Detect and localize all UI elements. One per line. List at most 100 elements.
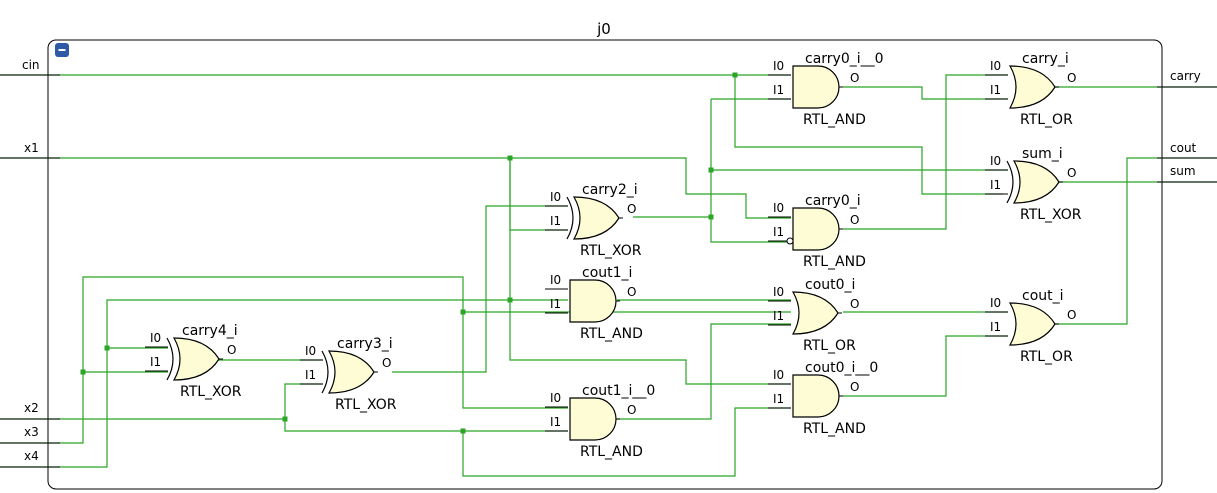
wire-carry3-out xyxy=(392,205,568,373)
pin-label: O xyxy=(227,343,236,357)
and-gate-shape xyxy=(792,374,840,418)
port-x4[interactable]: x4 xyxy=(0,449,60,468)
pin-label: I0 xyxy=(550,273,561,287)
pin-label: O xyxy=(850,297,859,311)
gate-type: RTL_XOR xyxy=(180,384,242,400)
pin-label: I1 xyxy=(550,297,561,311)
xor-gate-shape xyxy=(327,350,375,394)
wire-x1-to-cout0_0 xyxy=(509,158,791,385)
gate-name: cout1_i xyxy=(582,265,632,281)
minus-icon[interactable] xyxy=(58,49,66,51)
gate-type: RTL_XOR xyxy=(1020,207,1082,223)
port-carry[interactable]: carry xyxy=(1157,69,1217,88)
junction-dot xyxy=(708,167,714,173)
gate-name: carry3_i xyxy=(337,336,393,352)
and-gate-shape xyxy=(792,65,840,109)
pin-label: O xyxy=(1067,308,1076,322)
pin-label: I1 xyxy=(773,225,784,239)
port-label: sum xyxy=(1170,164,1196,178)
junction-dot xyxy=(507,297,513,303)
or-gate-shape xyxy=(1008,65,1056,109)
pin-label: I0 xyxy=(305,344,316,358)
input-ports: cin x1 x2 x3 x4 xyxy=(0,58,60,468)
gate-name: sum_i xyxy=(1022,146,1063,162)
gate-name: cout0_i__0 xyxy=(805,360,878,376)
port-label: cout xyxy=(1170,141,1197,155)
pin-label: I0 xyxy=(150,331,161,345)
and-gate-shape xyxy=(792,207,840,251)
wire-carry0_0-out xyxy=(843,86,1008,100)
wire-cout0_0-out xyxy=(843,335,1008,397)
gate-type: RTL_AND xyxy=(580,444,643,460)
junction-dot xyxy=(282,416,288,422)
inverter-bubble xyxy=(786,237,794,245)
wire-x3 xyxy=(0,276,568,444)
port-label: x2 xyxy=(24,401,39,415)
or-gate-shape xyxy=(1008,302,1056,346)
wire-cout-out xyxy=(1055,157,1217,325)
junction-dot xyxy=(460,428,466,434)
wire-c2-b xyxy=(710,99,791,243)
pin-label: I0 xyxy=(773,59,784,73)
port-label: x1 xyxy=(24,141,39,155)
xor-input-arc xyxy=(1006,160,1014,204)
xor-gate-shape xyxy=(572,196,620,240)
pin-label: I1 xyxy=(990,83,1001,97)
and-gate-shape xyxy=(569,397,617,441)
output-ports: carry cout sum xyxy=(1157,69,1217,183)
port-x3[interactable]: x3 xyxy=(0,425,60,444)
gate-name: cout0_i xyxy=(805,277,855,293)
port-x1[interactable]: x1 xyxy=(0,141,60,159)
wire-cin-to-sum xyxy=(734,75,1003,195)
pin-label: I0 xyxy=(990,296,1001,310)
gate-type: RTL_AND xyxy=(803,254,866,270)
module-title: j0 xyxy=(596,20,611,38)
pin-label: I0 xyxy=(990,154,1001,168)
pin-label: I1 xyxy=(773,392,784,406)
xor-input-arc xyxy=(321,350,329,394)
pin-label: O xyxy=(382,356,391,370)
pin-label: O xyxy=(1067,71,1076,85)
gate-name: carry0_i xyxy=(805,193,861,209)
port-label: carry xyxy=(1170,69,1201,83)
pin-label: I1 xyxy=(990,178,1001,192)
collapse-button[interactable] xyxy=(55,43,69,57)
and-gate-shape xyxy=(569,279,617,323)
pin-label: I1 xyxy=(773,83,784,97)
wire-x2-to-carry3 xyxy=(284,383,323,419)
port-sum[interactable]: sum xyxy=(1157,164,1217,183)
wire-x4 xyxy=(0,299,510,468)
gate-type: RTL_OR xyxy=(1020,112,1073,128)
pin-label: O xyxy=(627,403,636,417)
gate-type: RTL_AND xyxy=(803,112,866,128)
port-cin[interactable]: cin xyxy=(0,58,60,76)
gate-name: cout_i xyxy=(1022,288,1064,304)
gate-name: cout1_i__0 xyxy=(582,383,655,399)
port-cout[interactable]: cout xyxy=(1157,141,1217,159)
pin-label: I0 xyxy=(550,391,561,405)
gate-type: RTL_AND xyxy=(803,421,866,437)
wire-cout1_0-out xyxy=(617,323,791,420)
or-gate-shape xyxy=(791,291,839,335)
pin-label: O xyxy=(850,380,859,394)
wire-x2-to-cout0_0 xyxy=(462,407,791,477)
pin-label: O xyxy=(1067,166,1076,180)
gates: carry0_i__0I0I1ORTL_ANDcarry_iI0I1ORTL_O… xyxy=(145,51,1082,460)
wire-carry0-out xyxy=(843,74,1008,230)
pin-label: I1 xyxy=(990,320,1001,334)
port-x2[interactable]: x2 xyxy=(0,401,60,420)
pin-label: O xyxy=(850,213,859,227)
